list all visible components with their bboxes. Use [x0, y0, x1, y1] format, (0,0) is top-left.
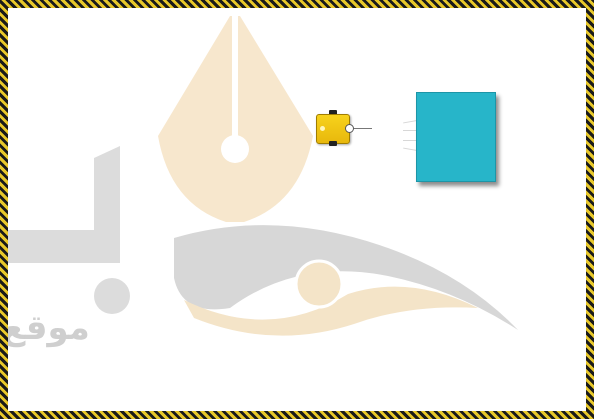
pen-nib-slit	[232, 16, 238, 144]
logo-swoosh-dot	[296, 261, 342, 307]
robot-indicator	[320, 126, 325, 131]
robot-sensor	[345, 124, 354, 133]
obstacle-box[interactable]	[416, 92, 496, 182]
watermark: موقع	[8, 8, 586, 411]
sensor-ray	[403, 140, 417, 141]
pen-nib-hole	[221, 135, 249, 163]
sensor-ray	[403, 130, 417, 131]
simulation-canvas[interactable]: موقع	[8, 8, 586, 411]
logo-letter-dot	[94, 278, 130, 314]
robot[interactable]	[308, 100, 372, 154]
logo-letter-shape	[8, 146, 120, 263]
robot-sensor-beam	[354, 128, 372, 129]
watermark-logo	[8, 8, 586, 411]
watermark-text: موقع	[8, 308, 90, 348]
robot-wheel	[329, 141, 337, 146]
